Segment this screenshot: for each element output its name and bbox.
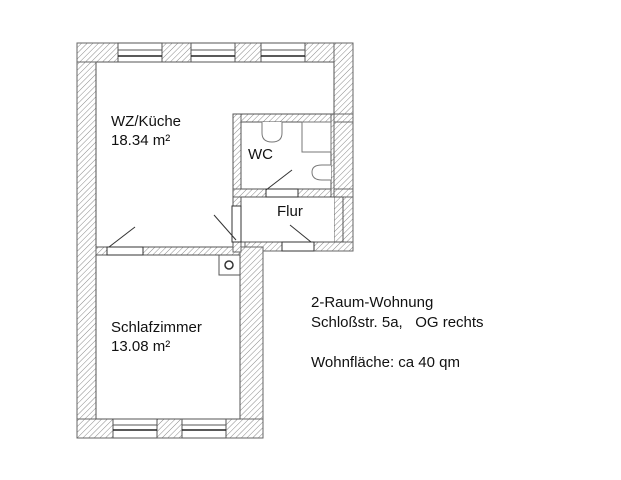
room-name: Flur xyxy=(277,203,303,220)
room-label-schlafzimmer: Schlafzimmer 13.08 m² xyxy=(111,318,202,356)
sanitary-fixtures xyxy=(261,121,332,181)
room-name: WC xyxy=(248,146,273,163)
room-area: 13.08 m² xyxy=(111,338,171,355)
info-title: 2-Raum-Wohnung xyxy=(311,294,434,311)
room-name: Schlafzimmer xyxy=(111,319,202,336)
info-living-area: Wohnfläche: ca 40 qm xyxy=(311,354,460,371)
room-label-wc: WC xyxy=(248,145,273,164)
doors xyxy=(106,169,315,256)
apartment-info: 2-Raum-Wohnung Schloßstr. 5a, OG rechts … xyxy=(311,293,484,373)
windows xyxy=(112,42,306,439)
room-label-wz-kueche: WZ/Küche 18.34 m² xyxy=(111,112,181,150)
room-label-flur: Flur xyxy=(277,202,303,221)
room-area: 18.34 m² xyxy=(111,132,171,149)
info-address: Schloßstr. 5a, OG rechts xyxy=(311,314,484,331)
shaft xyxy=(218,254,241,276)
room-name: WZ/Küche xyxy=(111,113,182,130)
